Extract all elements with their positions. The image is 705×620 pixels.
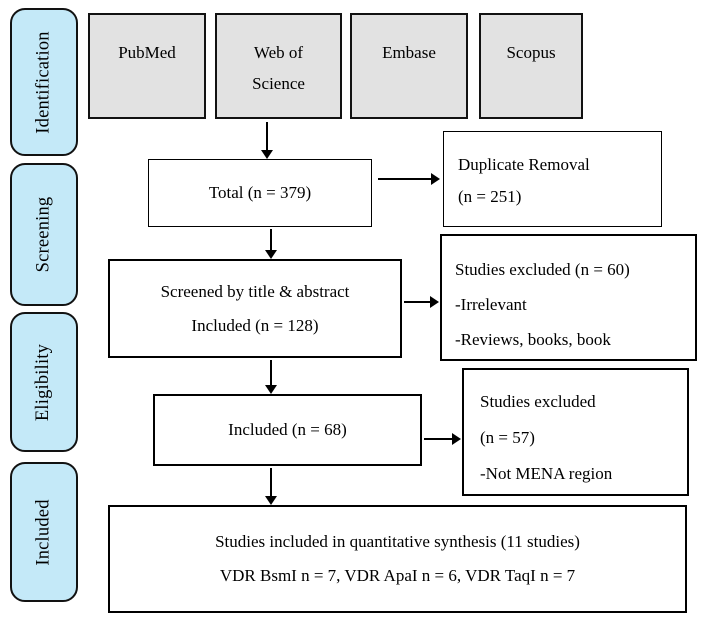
excluded-eligibility-box: Studies excluded (n = 57) -Not MENA regi… (462, 368, 689, 496)
screened-box: Screened by title & abstract Included (n… (108, 259, 402, 358)
stage-label: Eligibility (33, 343, 54, 421)
stage-label: Identification (33, 30, 54, 134)
arrow-included-to-final (270, 468, 272, 497)
box-line: Included (n = 68) (228, 420, 347, 439)
database-scopus: Scopus (479, 13, 583, 119)
arrow-included-to-excluded (424, 438, 453, 440)
box-line: Included (n = 128) (191, 315, 319, 335)
excluded-screening-box: Studies excluded (n = 60) -Irrelevant -R… (440, 234, 697, 361)
database-label: Science (252, 74, 305, 93)
box-line: (n = 57) (480, 428, 535, 447)
duplicate-removal-box: Duplicate Removal (n = 251) (443, 131, 662, 227)
arrow-total-to-duplicate (378, 178, 432, 180)
stage-label: Included (33, 498, 54, 566)
box-line: -Reviews, books, book (455, 330, 611, 349)
final-synthesis-box: Studies included in quantitative synthes… (108, 505, 687, 613)
box-line: VDR BsmI n = 7, VDR ApaI n = 6, VDR TaqI… (219, 566, 576, 585)
total-box: Total (n = 379) (148, 159, 372, 227)
arrow-screened-to-excluded (404, 301, 431, 303)
box-line: Duplicate Removal (458, 155, 590, 174)
arrow-screened-to-included (270, 360, 272, 386)
arrow-databases-to-total (266, 122, 268, 151)
stage-identification: Identification (10, 8, 78, 156)
box-line: (n = 251) (458, 187, 522, 206)
box-line: Studies included in quantitative synthes… (215, 532, 580, 551)
database-label: PubMed (118, 43, 176, 62)
database-embase: Embase (350, 13, 468, 119)
database-web-of-science: Web of Science (215, 13, 342, 119)
box-line: -Not MENA region (480, 464, 613, 483)
box-line: -Irrelevant (455, 295, 527, 314)
included-68-box: Included (n = 68) (153, 394, 422, 466)
database-label: Embase (382, 43, 436, 62)
database-label: Scopus (506, 43, 556, 62)
stage-eligibility: Eligibility (10, 312, 78, 452)
box-line: Studies excluded (480, 392, 596, 411)
stage-screening: Screening (10, 163, 78, 306)
box-line: Screened by title & abstract (160, 281, 350, 301)
database-label: Web of (253, 43, 304, 62)
stage-label: Screening (33, 196, 54, 273)
database-pubmed: PubMed (88, 13, 206, 119)
arrow-total-to-screened (270, 229, 272, 251)
box-line: Studies excluded (n = 60) (455, 260, 630, 279)
stage-included: Included (10, 462, 78, 602)
box-line: Total (n = 379) (208, 183, 312, 202)
